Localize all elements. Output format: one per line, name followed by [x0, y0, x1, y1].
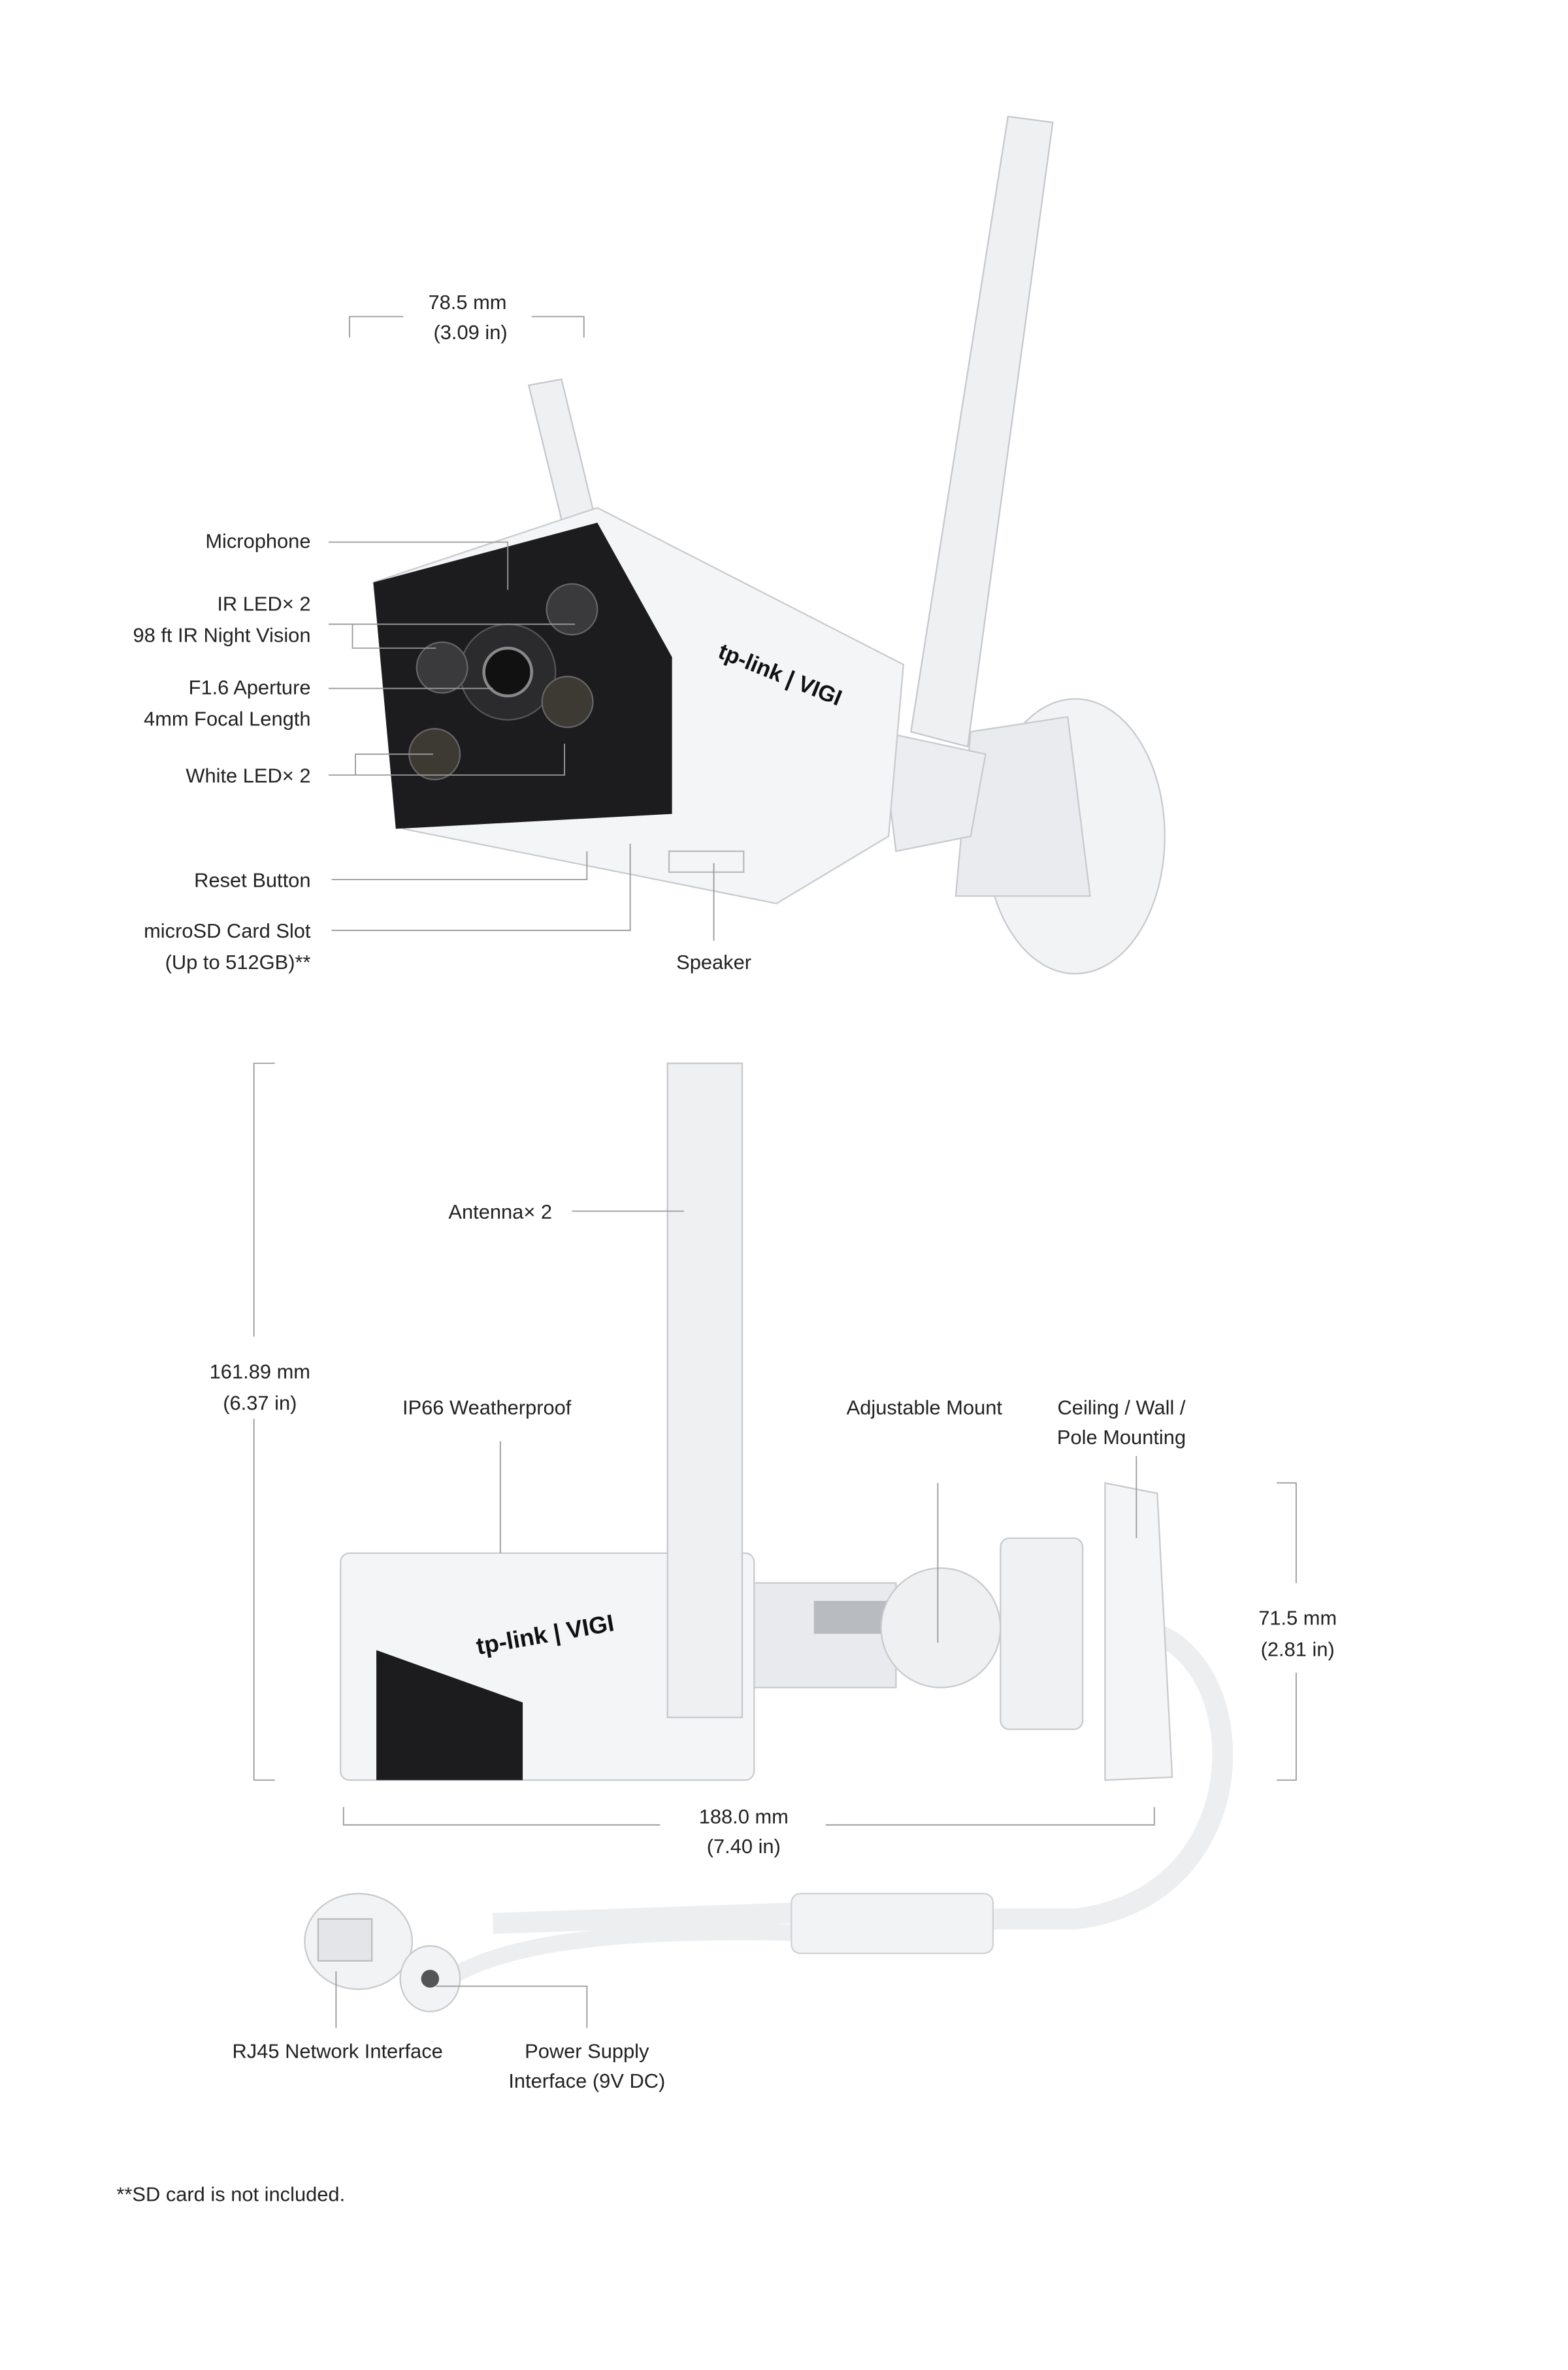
mount-arm	[753, 1582, 897, 1688]
callout-microsd: microSD Card Slot	[144, 919, 311, 942]
callout-pole-mounting: Pole Mounting	[1057, 1426, 1186, 1449]
callout-ir-night-vision: 98 ft IR Night Vision	[133, 624, 310, 647]
callout-rj45: RJ45 Network Interface	[233, 2039, 443, 2062]
height-in: (6.37 in)	[223, 1391, 297, 1414]
rear-antenna	[527, 378, 596, 521]
ir-led	[546, 583, 598, 636]
wall-mount	[880, 698, 1166, 975]
cable	[836, 1621, 1233, 1930]
mount-base	[1104, 1482, 1173, 1781]
callout-microphone: Microphone	[205, 530, 310, 553]
callout-power-supply: Power Supply	[525, 2039, 649, 2062]
length-in: (7.40 in)	[707, 1835, 781, 1858]
main-antenna	[909, 115, 1054, 748]
callout-focal-length: 4mm Focal Length	[144, 708, 310, 731]
footnote: **SD card is not included.	[116, 2183, 345, 2206]
callout-speaker: Speaker	[676, 951, 751, 974]
callout-adjustable-mount: Adjustable Mount	[847, 1396, 1003, 1419]
callout-ir-led: IR LED× 2	[217, 593, 310, 616]
cable-connector	[791, 1892, 994, 1954]
antenna	[666, 1062, 743, 1719]
length-mm: 188.0 mm	[699, 1805, 789, 1828]
width-in: (3.09 in)	[433, 321, 507, 344]
mount-height-mm: 71.5 mm	[1258, 1607, 1337, 1630]
callout-power-interface: Interface (9V DC)	[508, 2069, 665, 2092]
callout-white-led: White LED× 2	[186, 765, 310, 787]
mount-joint	[880, 1567, 1002, 1688]
callout-microsd-capacity: (Up to 512GB)**	[165, 951, 311, 974]
ir-led	[416, 641, 468, 694]
white-led	[541, 676, 594, 729]
callout-mounting: Ceiling / Wall /	[1058, 1396, 1186, 1419]
height-mm: 161.89 mm	[210, 1360, 310, 1383]
callout-antenna: Antenna× 2	[448, 1200, 552, 1223]
callout-aperture: F1.6 Aperture	[189, 676, 311, 699]
callout-weatherproof: IP66 Weatherproof	[402, 1396, 572, 1419]
camera-side-view: tp-link | VIGI	[304, 1062, 1233, 2013]
mount-height-in: (2.81 in)	[1261, 1638, 1335, 1661]
width-mm: 78.5 mm	[428, 291, 506, 314]
camera-front-view: tp-link | VIGI	[372, 115, 1166, 975]
callout-reset-button: Reset Button	[194, 869, 310, 892]
